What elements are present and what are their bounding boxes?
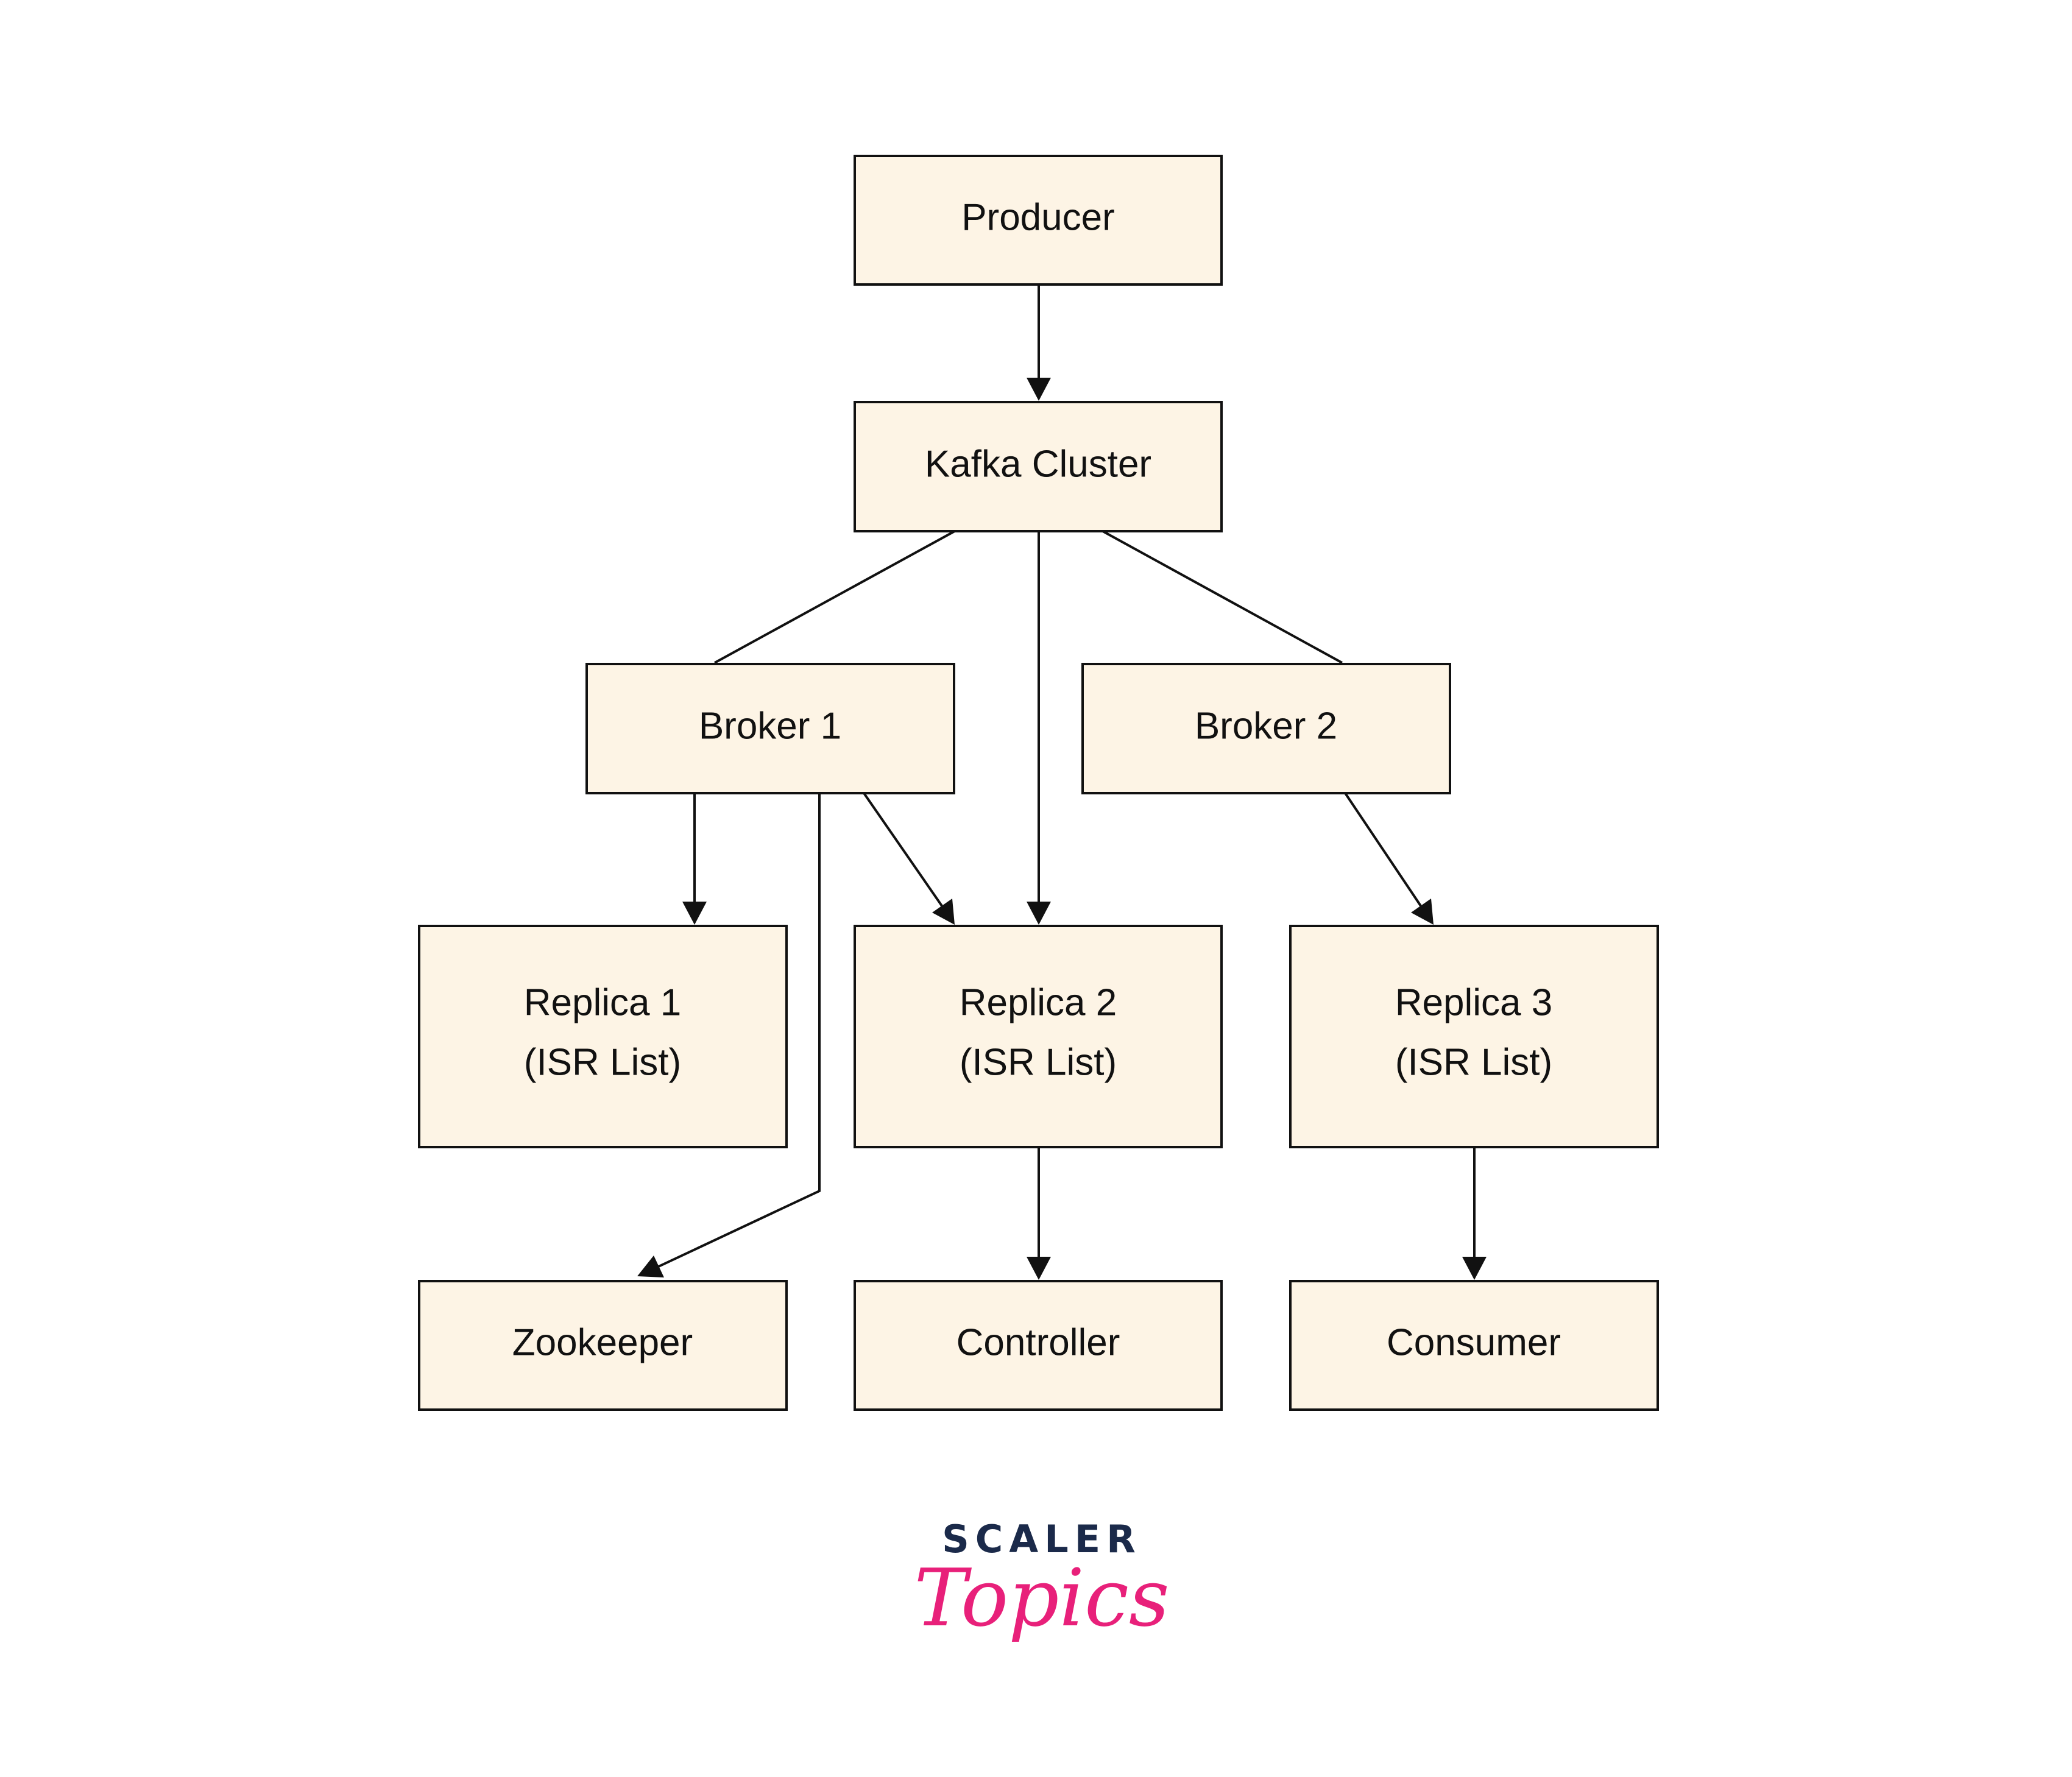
node-consumer: Consumer xyxy=(1289,1280,1659,1411)
node-replica-3-line1: Replica 3 xyxy=(1395,981,1552,1023)
edge-broker-1-to-zookeeper xyxy=(637,793,821,1277)
node-controller-label: Controller xyxy=(956,1321,1120,1363)
node-replica-3: Replica 3 (ISR List) xyxy=(1289,925,1659,1148)
logo-scaler-text: SCALER xyxy=(942,1517,1142,1561)
node-replica-2: Replica 2 (ISR List) xyxy=(854,925,1223,1148)
nodes: Producer Kafka Cluster Broker 1 Broker 2… xyxy=(418,155,1659,1411)
scaler-topics-logo: SCALER Topics xyxy=(914,1517,1169,1644)
node-zookeeper: Zookeeper xyxy=(418,1280,788,1411)
edge-broker-2-to-replica-3 xyxy=(1344,792,1434,925)
node-replica-2-line2: (ISR List) xyxy=(960,1041,1117,1083)
node-replica-2-line1: Replica 2 xyxy=(960,981,1117,1023)
node-zookeeper-label: Zookeeper xyxy=(512,1321,693,1363)
node-broker-1: Broker 1 xyxy=(585,663,955,794)
edge-kafka-cluster-to-broker-2 xyxy=(1102,530,1343,664)
edge-kafka-cluster-to-replica-2 xyxy=(1027,531,1051,925)
node-replica-1: Replica 1 (ISR List) xyxy=(418,925,788,1148)
edge-replica-2-to-controller xyxy=(1027,1147,1051,1280)
node-broker-1-label: Broker 1 xyxy=(699,705,841,747)
edge-broker-1-to-replica-1 xyxy=(682,793,707,925)
edge-producer-to-kafka-cluster xyxy=(1027,284,1051,401)
edges xyxy=(637,284,1487,1280)
edge-replica-3-to-consumer xyxy=(1462,1147,1487,1280)
edge-kafka-cluster-to-broker-1 xyxy=(714,530,955,664)
node-consumer-label: Consumer xyxy=(1387,1321,1561,1363)
node-producer: Producer xyxy=(854,155,1223,286)
node-controller: Controller xyxy=(854,1280,1223,1411)
node-producer-label: Producer xyxy=(961,196,1115,238)
edge-broker-1-to-replica-2 xyxy=(863,792,955,925)
node-broker-2-label: Broker 2 xyxy=(1195,705,1337,747)
node-kafka-cluster-label: Kafka Cluster xyxy=(925,443,1151,485)
node-replica-1-line2: (ISR List) xyxy=(524,1041,681,1083)
logo-topics-text: Topics xyxy=(914,1552,1169,1644)
node-replica-3-line2: (ISR List) xyxy=(1395,1041,1552,1083)
node-broker-2: Broker 2 xyxy=(1081,663,1451,794)
node-replica-1-line1: Replica 1 xyxy=(524,981,681,1023)
node-kafka-cluster: Kafka Cluster xyxy=(854,401,1223,532)
